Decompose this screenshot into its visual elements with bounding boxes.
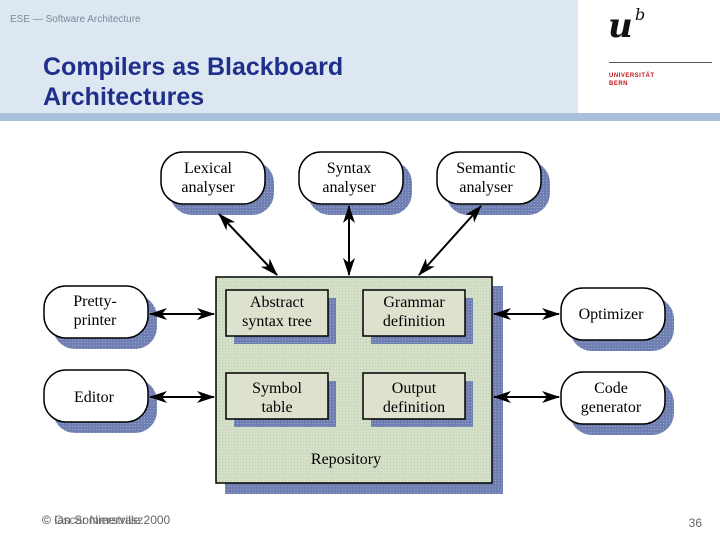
arrow-lexical-repository (218, 213, 278, 276)
university-logo: u b UNIVERSITÄT BERN (578, 0, 720, 113)
logo-university-name: UNIVERSITÄT BERN (609, 72, 655, 88)
repo-item-ast: Abstract syntax tree (225, 289, 336, 344)
title-line-2: Architectures (43, 83, 205, 111)
repo-item-symbol: Symbol table (225, 372, 336, 427)
tool-lexical-line1: Lexical (184, 160, 233, 177)
tool-optimizer: Optimizer (560, 287, 674, 351)
repo-item-symbol-line1: Symbol (252, 380, 302, 397)
repo-item-grammar-line2: definition (383, 313, 445, 330)
logo-rule (609, 62, 712, 63)
repo-item-output-line2: definition (383, 399, 445, 416)
tool-pretty-line2: printer (74, 312, 117, 329)
course-label: ESE — Software Architecture (10, 14, 141, 25)
tool-editor-line1: Editor (74, 389, 115, 406)
tool-pretty-printer: Pretty- printer (43, 285, 157, 349)
repository-label: Repository (311, 451, 381, 468)
tool-codegen-line1: Code (594, 380, 628, 397)
copyright-nierstrasz: © Oscar Nierstrasz (42, 513, 144, 527)
arrow-semantic-repository (418, 205, 482, 276)
repo-item-ast-line2: syntax tree (242, 313, 312, 330)
logo-u: u (608, 6, 633, 46)
logo-line-1: UNIVERSITÄT (609, 73, 655, 79)
copyright-sommerville: © Ian Sommerville 2000 (42, 513, 171, 527)
connectors (149, 205, 560, 403)
tool-editor: Editor (43, 369, 157, 433)
tool-syntax-line1: Syntax (327, 160, 371, 177)
tool-optimizer-line1: Optimizer (579, 306, 645, 323)
tool-syntax-line2: analyser (322, 179, 376, 196)
tool-semantic-line2: analyser (459, 179, 513, 196)
tool-lexical-analyser: Lexical analyser (160, 151, 274, 215)
tool-syntax-analyser: Syntax analyser (298, 151, 412, 215)
page-title: Compilers as Blackboard Architectures (43, 52, 343, 112)
logo-line-2: BERN (609, 81, 629, 87)
tool-codegen-line2: generator (581, 399, 642, 416)
repo-item-grammar: Grammar definition (362, 289, 473, 344)
repo-item-output: Output definition (362, 372, 473, 427)
repo-item-output-line1: Output (392, 380, 437, 397)
logo-b: b (635, 5, 646, 24)
repo-item-symbol-line2: table (261, 399, 292, 416)
title-line-1: Compilers as Blackboard (43, 53, 344, 81)
header-band (0, 0, 578, 113)
page-number: 36 (688, 516, 702, 530)
tool-lexical-line2: analyser (181, 179, 235, 196)
header-divider (0, 113, 720, 121)
tool-semantic-analyser: Semantic analyser (436, 151, 550, 215)
tool-pretty-line1: Pretty- (73, 293, 117, 310)
tool-code-generator: Code generator (560, 371, 674, 435)
tool-semantic-line1: Semantic (456, 160, 516, 177)
repo-item-grammar-line1: Grammar (383, 294, 445, 311)
repo-item-ast-line1: Abstract (250, 294, 305, 311)
